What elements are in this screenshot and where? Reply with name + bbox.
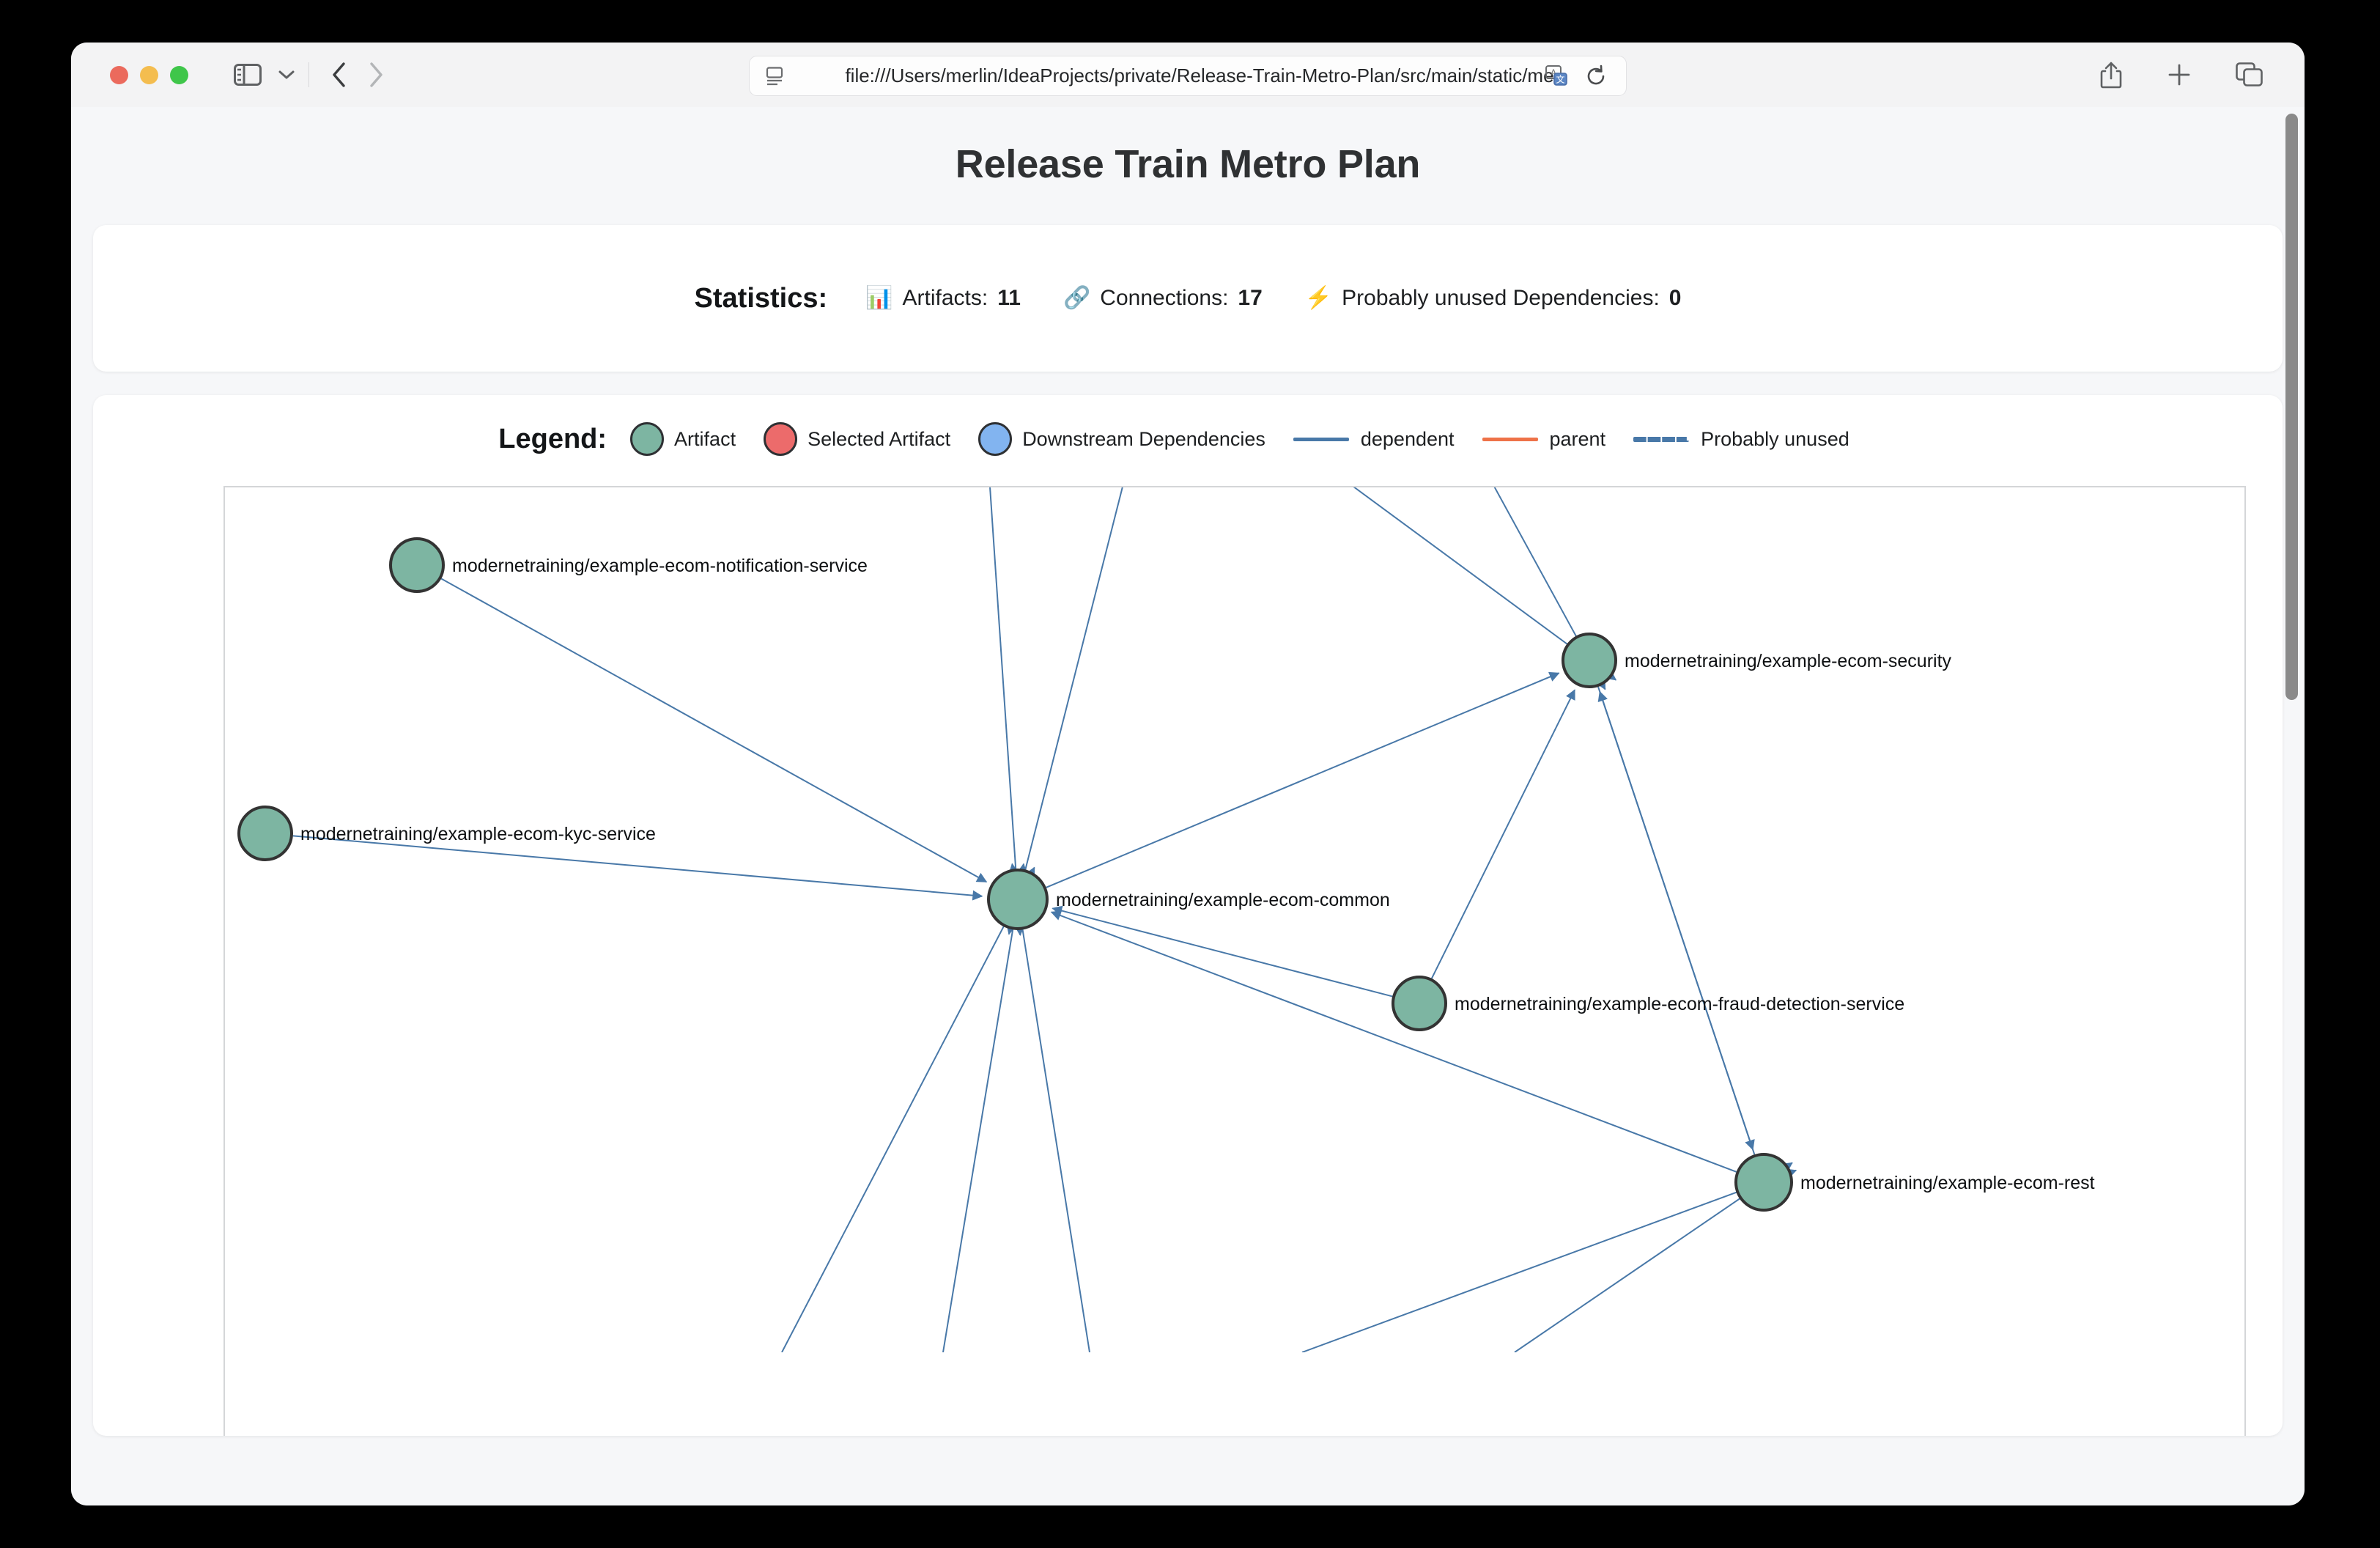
- svg-text:A: A: [1551, 67, 1556, 78]
- lightning-icon: ⚡: [1304, 286, 1333, 310]
- page-content: Release Train Metro Plan Statistics: 📊 A…: [71, 107, 2305, 1505]
- legend-item-probably-unused: Probably unused: [1633, 428, 1849, 451]
- plus-icon[interactable]: [2167, 62, 2192, 87]
- graph-edge: [292, 835, 983, 901]
- graph-node-fraud[interactable]: [1392, 976, 1447, 1031]
- probably-unused-line-icon: [1633, 436, 1690, 442]
- selected-artifact-marker-icon: [764, 422, 798, 456]
- graph-node-label-common: modernetraining/example-ecom-common: [1056, 890, 1390, 910]
- graph-edge: [1430, 689, 1575, 979]
- graph-edge: [1353, 487, 1617, 681]
- legend-probably-unused-label: Probably unused: [1701, 427, 1849, 450]
- browser-window: file:///Users/merlin/IdeaProjects/privat…: [71, 43, 2305, 1505]
- stat-unused-dependencies-value: 0: [1668, 286, 1682, 310]
- bar-chart-icon: 📊: [865, 286, 893, 310]
- svg-text:文: 文: [1556, 74, 1564, 85]
- dependency-graph[interactable]: modernetraining/example-ecom-notificatio…: [225, 487, 2246, 1352]
- legend-artifact-label: Artifact: [674, 427, 736, 450]
- legend-item-selected-artifact: Selected Artifact: [764, 422, 950, 456]
- graph-edge: [1006, 487, 1123, 935]
- reader-view-icon[interactable]: [766, 66, 783, 86]
- graph-edge: [1046, 671, 1560, 888]
- parent-line-icon: [1482, 437, 1538, 441]
- graph-card: Legend: Artifact Selected Artifact Downs…: [93, 395, 2283, 1436]
- stat-unused-dependencies: ⚡ Probably unused Dependencies: 0: [1305, 286, 1682, 311]
- stat-artifacts: 📊 Artifacts: 11: [865, 286, 1021, 311]
- reload-icon[interactable]: [1585, 64, 1607, 92]
- stat-connections-label: Connections:: [1100, 286, 1229, 310]
- legend-item-dependent: dependent: [1293, 428, 1455, 451]
- back-button[interactable]: [331, 62, 347, 88]
- graph-node-notification[interactable]: [389, 537, 445, 593]
- share-icon[interactable]: [2099, 61, 2123, 89]
- legend-dependent-label: dependent: [1360, 427, 1455, 450]
- graph-edge: [1050, 910, 1737, 1173]
- legend-selected-artifact-label: Selected Artifact: [808, 427, 951, 450]
- graph-edge: [1597, 686, 1755, 1151]
- legend-label: Legend:: [498, 423, 607, 454]
- dependency-graph-canvas[interactable]: modernetraining/example-ecom-notificatio…: [223, 486, 2246, 1436]
- stat-connections-value: 17: [1238, 286, 1263, 310]
- graph-edge: [942, 863, 1027, 1352]
- artifact-marker-icon: [630, 422, 665, 456]
- maximize-button[interactable]: [170, 65, 188, 84]
- graph-nodes: modernetraining/example-ecom-notificatio…: [237, 537, 2095, 1212]
- stat-artifacts-label: Artifacts:: [902, 286, 988, 310]
- graph-edge: [1052, 905, 1393, 998]
- graph-node-label-security: modernetraining/example-ecom-security: [1625, 651, 1952, 671]
- link-icon: 🔗: [1062, 286, 1091, 310]
- minimize-button[interactable]: [140, 65, 158, 84]
- page-title: Release Train Metro Plan: [955, 142, 1421, 186]
- legend-downstream-label: Downstream Dependencies: [1022, 427, 1265, 450]
- address-text[interactable]: file:///Users/merlin/IdeaProjects/privat…: [845, 64, 1554, 86]
- graph-edge: [440, 578, 988, 883]
- address-bar[interactable]: file:///Users/merlin/IdeaProjects/privat…: [749, 56, 1627, 96]
- stat-connections: 🔗 Connections: 17: [1063, 286, 1263, 311]
- statistics-row: Statistics: 📊 Artifacts: 11 🔗 Connection…: [695, 283, 1682, 314]
- window-controls: [110, 65, 188, 84]
- toolbar-right-actions: [2099, 43, 2263, 107]
- graph-edge: [989, 487, 1025, 937]
- chevron-down-icon[interactable]: [278, 69, 295, 81]
- graph-node-label-rest: modernetraining/example-ecom-rest: [1800, 1173, 2095, 1193]
- legend-item-artifact: Artifact: [630, 422, 736, 456]
- legend: Legend: Artifact Selected Artifact Downs…: [93, 395, 2283, 483]
- legend-parent-label: parent: [1549, 427, 1606, 450]
- graph-edge: [781, 866, 1035, 1352]
- graph-node-security[interactable]: [1562, 633, 1617, 688]
- legend-item-parent: parent: [1482, 427, 1606, 451]
- dependent-line-icon: [1293, 437, 1349, 441]
- sidebar-icon[interactable]: [234, 64, 262, 86]
- toolbar-divider: [308, 62, 309, 87]
- graph-node-label-fraud: modernetraining/example-ecom-fraud-detec…: [1455, 994, 1904, 1014]
- stat-unused-dependencies-label: Probably unused Dependencies:: [1342, 286, 1660, 310]
- tab-overview-icon[interactable]: [2236, 62, 2263, 87]
- graph-edges: [292, 487, 1797, 1352]
- graph-node-label-notification: modernetraining/example-ecom-notificatio…: [452, 556, 868, 576]
- vertical-scrollbar[interactable]: [2285, 114, 2298, 700]
- graph-node-label-kyc: modernetraining/example-ecom-kyc-service: [300, 824, 656, 844]
- graph-edge: [1301, 1168, 1797, 1352]
- graph-node-kyc[interactable]: [237, 806, 293, 861]
- legend-item-downstream: Downstream Dependencies: [978, 422, 1265, 456]
- stat-artifacts-value: 11: [997, 286, 1021, 310]
- downstream-marker-icon: [978, 422, 1013, 456]
- close-button[interactable]: [110, 65, 128, 84]
- browser-toolbar: file:///Users/merlin/IdeaProjects/privat…: [71, 43, 2305, 108]
- forward-button[interactable]: [368, 62, 384, 88]
- statistics-card: Statistics: 📊 Artifacts: 11 🔗 Connection…: [93, 225, 2283, 372]
- graph-edge: [1008, 863, 1090, 1352]
- graph-node-common[interactable]: [987, 869, 1049, 930]
- statistics-label: Statistics:: [694, 282, 828, 314]
- graph-node-rest[interactable]: [1734, 1153, 1793, 1212]
